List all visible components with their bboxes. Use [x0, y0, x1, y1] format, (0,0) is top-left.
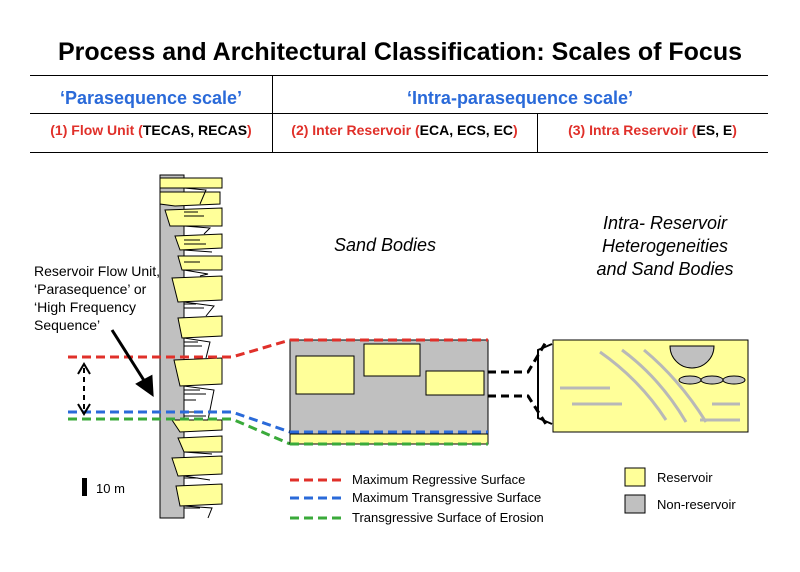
page-title: Process and Architectural Classification…: [57, 38, 743, 66]
surface-lines-block: [290, 338, 488, 446]
table-mid-rule: [30, 113, 768, 114]
scale-bar: [82, 478, 87, 496]
class-inter-reservoir: (2) Inter Reservoir (ECA, ECS, EC): [291, 122, 518, 138]
table-top-rule: [30, 75, 768, 76]
legend-item-mrs: Maximum Regressive Surface: [352, 472, 526, 487]
legend-item-reservoir: Reservoir: [657, 470, 713, 485]
zoom-connector: [488, 341, 548, 425]
table-divider-2: [537, 113, 538, 152]
zoom-bracket: [537, 343, 553, 425]
class-flow-unit: (1) Flow Unit (TECAS, RECAS): [50, 122, 252, 138]
sand-bodies-label: Sand Bodies: [333, 235, 437, 255]
parasequence-scale-label: ‘Parasequence scale’: [59, 88, 243, 108]
flow-unit-pointer: [110, 329, 154, 398]
stratigraphic-column: [159, 174, 223, 519]
legend-lines: [290, 478, 346, 520]
legend-item-tse: Transgressive Surface of Erosion: [352, 510, 544, 525]
flow-unit-label: Reservoir Flow Unit, ‘Parasequence’ or ‘…: [34, 263, 161, 333]
legend-swatch-reservoir: [624, 467, 646, 487]
legend-item-nonreservoir: Non-reservoir: [657, 497, 736, 512]
legend-item-mts: Maximum Transgressive Surface: [352, 490, 542, 505]
class-intra-reservoir: (3) Intra Reservoir (ES, E): [568, 122, 737, 138]
sand-bodies-block: [289, 339, 489, 445]
surface-lines-left: [68, 338, 291, 446]
intra-reservoir-label: Intra- Reservoir Heterogeneities and San…: [596, 213, 734, 279]
legend-swatch-nonreservoir: [624, 494, 646, 514]
thickness-arrow: [77, 362, 91, 416]
scale-bar-label: 10 m: [96, 481, 125, 496]
table-bottom-rule: [30, 152, 768, 153]
intra-reservoir-block: [552, 339, 749, 433]
intra-parasequence-scale-label: ‘Intra-parasequence scale’: [406, 88, 634, 108]
table-divider-1: [272, 75, 273, 152]
